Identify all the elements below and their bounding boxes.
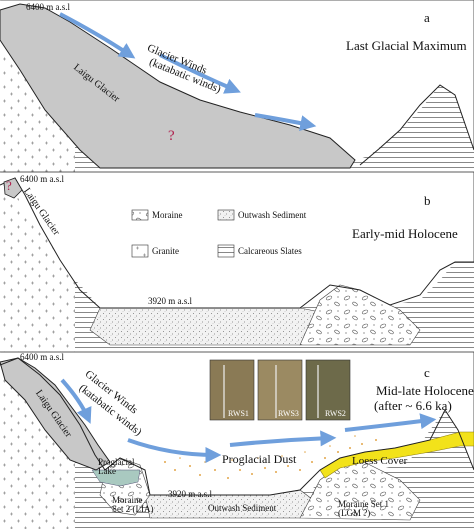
legend-swatch-slates (217, 244, 235, 258)
legend-swatch-granite (131, 244, 149, 258)
panel-title-b: Early-mid Holocene (352, 226, 458, 241)
wind-arrow-2 (159, 53, 241, 94)
valley-profile (0, 177, 474, 309)
panel-letter-a: a (424, 10, 430, 25)
photo-rws3 (257, 359, 303, 421)
legend-swatch-moraine (131, 209, 149, 221)
wind-arrow-3 (254, 113, 317, 131)
photo-label-rws1: RWS1 (228, 409, 249, 418)
wind-arrow-2 (127, 438, 222, 463)
moraine1-label: Moraine Set 1 (LGM ?) (338, 499, 389, 519)
granite-mountain (0, 352, 82, 529)
wind-arrow-3 (229, 430, 337, 447)
wind-arrow-1 (60, 378, 92, 424)
elevation-label-c: 6400 m a.s.l (20, 352, 64, 362)
proglacial-lake (91, 469, 141, 487)
glacier-lgm (0, 3, 356, 169)
legend-label-granite: Granite (152, 246, 179, 256)
legend (131, 209, 235, 258)
lake-label: Proglacial Lake (98, 457, 135, 477)
panel-c (0, 351, 474, 529)
right-peak (359, 84, 474, 166)
legend-label-outwash: Outwash Sediment (238, 210, 307, 220)
wind-arrow-4 (344, 413, 437, 432)
outwash-label: Outwash Sediment (208, 503, 277, 513)
elevation-label-a: 6400 m a.s.l (26, 2, 70, 12)
legend-label-slates: Calcareous Slates (238, 246, 302, 256)
panel-title-a: Last Glacial Maximum (346, 38, 467, 53)
panel-letter-b: b (424, 193, 431, 208)
legend-swatch-outwash (217, 209, 235, 221)
slates-bedrock (75, 85, 474, 172)
wind-arrow-1 (59, 12, 136, 59)
photo-rws1 (209, 359, 255, 421)
panel-letter-c: c (424, 365, 430, 380)
photo-label-rws2: RWS2 (325, 409, 346, 418)
valley-profile (0, 357, 474, 496)
proglacial-dust (164, 435, 377, 479)
elevation-label-b: 6400 m a.s.l (20, 174, 64, 184)
question-mark-b: ? (6, 178, 12, 193)
granite-mountain (0, 172, 82, 352)
loess-label: Loess Cover (352, 455, 408, 467)
photo-label-rws3: RWS3 (278, 409, 299, 418)
panel-b (0, 171, 474, 353)
photo-insets (209, 359, 351, 421)
outwash-fill (89, 307, 321, 346)
legend-label-moraine: Moraine (152, 210, 183, 220)
question-mark-a: ? (168, 128, 175, 144)
glacier-holocene (0, 357, 111, 471)
glacier-remnant (3, 177, 23, 199)
valley-elevation-c: 3920 m a.s.l (168, 489, 212, 499)
moraine2-label: Moraine Set 2 (LIA) (112, 495, 154, 515)
photo-rws2 (305, 359, 351, 421)
valley-elevation-b: 3920 m a.s.l (148, 296, 192, 306)
dust-label: Proglacial Dust (222, 452, 297, 466)
panel-title-c: Mid-late Holocene (376, 383, 474, 398)
panel-a (0, 0, 474, 173)
panel-subtitle-c: (after ~ 6.6 ka) (374, 398, 452, 413)
